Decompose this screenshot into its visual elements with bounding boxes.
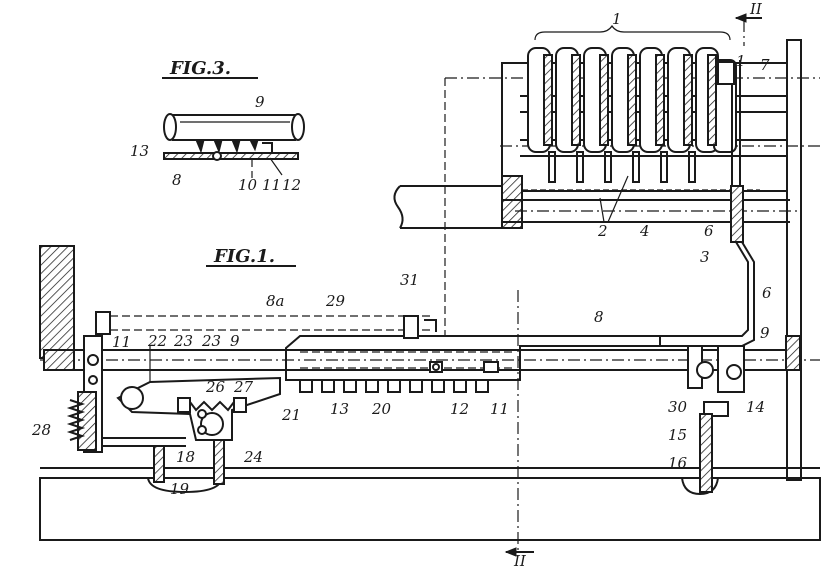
label-18: 18	[176, 448, 195, 466]
label-22: 22	[147, 332, 167, 350]
base-plate	[39, 477, 821, 541]
fig3-label-12: 12	[282, 176, 301, 194]
right-bracket	[687, 345, 745, 493]
section-mark-top: II	[749, 0, 763, 18]
section-line-ii: II	[734, 0, 763, 46]
wheel-group-bracket	[534, 24, 731, 41]
label-8b: 8	[594, 308, 604, 326]
label-6b: 6	[762, 284, 772, 302]
fig3-teeth	[195, 139, 259, 154]
fig3-label-11: 11	[262, 176, 281, 194]
label-7: 7	[760, 56, 770, 74]
springs-23	[177, 397, 247, 413]
label-15: 15	[668, 426, 687, 444]
label-30: 30	[668, 398, 688, 416]
left-wall	[39, 245, 75, 359]
label-14: 14	[746, 398, 765, 416]
label-13b: 13	[330, 400, 349, 418]
label-9b: 9	[230, 332, 240, 350]
wheel-pins	[548, 151, 696, 183]
label-9c: 9	[760, 324, 770, 342]
fig3-label-10: 10	[238, 176, 258, 194]
label-12b: 12	[450, 400, 469, 418]
fig1-title: FIG.1.	[213, 246, 275, 267]
section-mark-bottom: II	[513, 552, 527, 566]
label-19: 19	[170, 480, 190, 498]
fig3-latch	[262, 142, 273, 153]
label-31: 31	[400, 271, 419, 289]
slide-bar-8	[285, 335, 661, 393]
label-27: 27	[233, 378, 254, 396]
support-24	[213, 439, 225, 485]
label-2: 2	[597, 222, 608, 240]
gear-drum	[66, 335, 103, 453]
shaft-4	[501, 175, 800, 229]
label-29: 29	[325, 292, 346, 310]
stub-shaft	[393, 185, 502, 229]
label-3: 3	[700, 248, 710, 266]
rod-29	[95, 311, 437, 339]
wheel-group-label: 1	[612, 10, 622, 28]
label-23a: 23	[173, 332, 193, 350]
fig3-label-8: 8	[172, 171, 182, 189]
fig3-plate	[163, 152, 299, 160]
wheel-assembly: 1	[393, 0, 820, 481]
label-11b: 11	[112, 333, 131, 351]
lever-21	[116, 345, 281, 441]
support-18	[102, 437, 186, 483]
fig3-pin	[212, 151, 222, 161]
label-8a: 8a	[266, 292, 285, 310]
label-24: 24	[243, 448, 263, 466]
label-4: 4	[639, 222, 650, 240]
fig3-detail: FIG.3. 9 13 8 10 11 12	[130, 58, 305, 194]
lever-arm-6	[660, 60, 755, 347]
label-20: 20	[371, 400, 392, 418]
label-6a: 6	[704, 222, 714, 240]
label-11c: 11	[490, 400, 509, 418]
section-line-ii-bottom: II	[504, 290, 534, 566]
label-21: 21	[281, 406, 301, 424]
fig3-label-13: 13	[130, 142, 149, 160]
fig3-title: FIG.3.	[169, 58, 231, 79]
right-frame-wall	[786, 39, 802, 481]
main-mechanism: II 28 11 22 23 23 9 8a 29 31 8 9 26 27 2…	[31, 78, 821, 566]
label-28: 28	[31, 421, 51, 439]
label-23b: 23	[201, 332, 221, 350]
fig3-label-9: 9	[255, 93, 265, 111]
number-wheels	[527, 47, 737, 153]
recess-16	[681, 477, 719, 496]
fig3-shaft	[163, 113, 305, 141]
label-26: 26	[205, 378, 226, 396]
label-1b: 1	[736, 52, 746, 70]
label-16: 16	[668, 454, 688, 472]
